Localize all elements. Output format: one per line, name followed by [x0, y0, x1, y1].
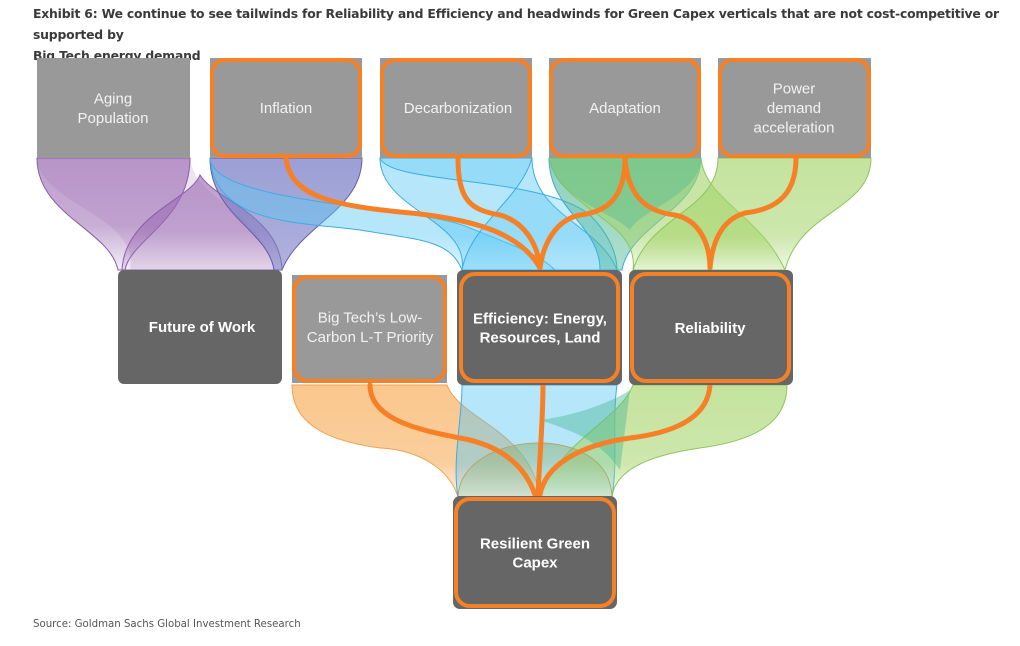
node-adaptation: Adaptation — [549, 58, 701, 158]
node-power-demand: Power demand acceleration — [718, 58, 871, 158]
node-label-line: Aging — [94, 90, 132, 107]
node-label-line: Efficiency: Energy, — [473, 311, 607, 328]
highlight-power-to-reliability — [707, 155, 799, 271]
node-future-of-work-label: Future of Work — [149, 319, 256, 336]
node-inflation-label: Inflation — [260, 100, 313, 117]
flow-aging-right-lobe — [37, 158, 275, 270]
node-bigtech-priority-label: Big Tech’s Low- Carbon L-T Priority — [307, 309, 434, 346]
node-label-line: Resilient Green — [480, 536, 590, 553]
node-adaptation-label: Adaptation — [589, 100, 661, 117]
node-label-line: Big Tech’s Low- — [318, 309, 423, 326]
highlight-bigtech-to-capex — [367, 382, 538, 498]
highlight-paths — [283, 155, 799, 498]
node-decarbonization: Decarbonization — [380, 58, 532, 158]
source-note: Source: Goldman Sachs Global Investment … — [33, 619, 301, 630]
node-decarbonization-label: Decarbonization — [404, 100, 512, 117]
highlight-inflation-to-efficiency — [283, 155, 543, 271]
node-label-line: Population — [78, 110, 149, 127]
highlight-adaptation-to-reliability — [622, 155, 713, 271]
node-label-line: acceleration — [754, 120, 835, 137]
node-label-line: Future of Work — [149, 319, 256, 336]
node-label-line: Power — [773, 81, 816, 98]
node-label-line: Reliability — [675, 320, 747, 337]
node-inflation: Inflation — [210, 58, 362, 158]
node-efficiency-label: Efficiency: Energy, Resources, Land — [473, 311, 607, 347]
node-label-line: Capex — [512, 555, 558, 572]
node-label-line: demand — [767, 100, 821, 117]
flow-efficiency-reliability-teal — [540, 390, 630, 470]
highlight-decarbonization-to-efficiency — [455, 155, 543, 271]
node-power-demand-label: Power demand acceleration — [754, 81, 835, 137]
exhibit-title-line-1: Exhibit 6: We continue to see tailwinds … — [33, 6, 999, 42]
node-reliability: Reliability — [629, 270, 793, 385]
node-label-line: Inflation — [260, 100, 313, 117]
node-label-line: Resources, Land — [480, 330, 601, 347]
node-bigtech-priority: Big Tech’s Low- Carbon L-T Priority — [292, 275, 447, 383]
node-efficiency: Efficiency: Energy, Resources, Land — [457, 270, 622, 385]
node-label-line: Adaptation — [589, 100, 661, 117]
highlight-adaptation-to-efficiency — [537, 155, 628, 271]
flow-adaptation-teal-overlay — [549, 158, 701, 230]
node-reliability-label: Reliability — [675, 320, 747, 337]
node-label-line: Carbon L-T Priority — [307, 329, 434, 346]
highlight-efficiency-to-capex — [535, 382, 546, 498]
node-future-of-work: Future of Work — [118, 270, 282, 384]
node-label-line: Decarbonization — [404, 100, 512, 117]
highlight-reliability-to-capex — [537, 382, 713, 498]
